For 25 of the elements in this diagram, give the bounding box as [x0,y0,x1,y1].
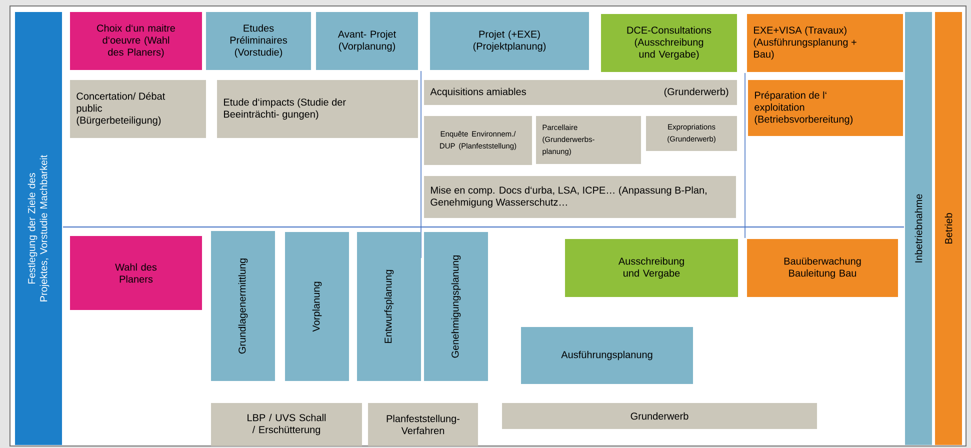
phase-box: Wahl des Planers [70,236,202,310]
phase-box: Projet (+EXE) (Projektplanung) [430,12,589,70]
phase-box: Inbetriebnahme [905,12,932,445]
phase-box: Betrieb [935,12,962,445]
task-box: Etude d‘impacts (Studie der Beeinträchti- gungen) [217,80,418,138]
task-box: Grunderwerb [502,403,817,429]
phase-box: Vorplanung [285,232,349,381]
phase-box: Genehmigungsplanung [424,232,488,381]
phase-box: Entwurfsplanung [357,232,421,381]
phase-box: Bauüberwachung Bauleitung Bau [747,239,898,297]
task-box: Planfeststellung- Verfahren [368,403,478,446]
phase-box: EXE+VISA (Travaux) (Ausführungsplanung + Bau) [747,14,903,72]
task-box: Concertation/ Débat public (Bürgerbeteiligung) [70,80,206,138]
phase-box: Ausschreibung und Vergabe [565,239,738,297]
task-box: Mise en comp. Docs d‘urba, LSA, ICPE… (Anpassung B-Plan, Genehmigung Wasserschutz… [424,176,736,218]
phase-box: Choix d‘un maitre d‘oeuvre (Wahl des Planers) [70,12,202,70]
phase-box: Ausführungsplanung [521,327,693,384]
phase-box: Etudes Préliminaires (Vorstudie) [206,12,311,70]
phase-box: Préparation de l‘ exploitation (Betriebsvorbereitung) [748,80,903,136]
phase-box: Avant- Projet (Vorplanung) [316,12,418,70]
task-box: LBP / UVS Schall / Erschütterung [211,403,362,446]
phase-box: Grundlagenermittlung [211,231,275,381]
phase-box: DCE-Consultations (Ausschreibung und Vergabe) [601,14,737,72]
side-bar: Festlegung der Ziele des Projektes, Vorstudie Machbarkeit [15,12,62,445]
task-box: Acquisitions amiables (Grunderwerb) [424,80,737,105]
